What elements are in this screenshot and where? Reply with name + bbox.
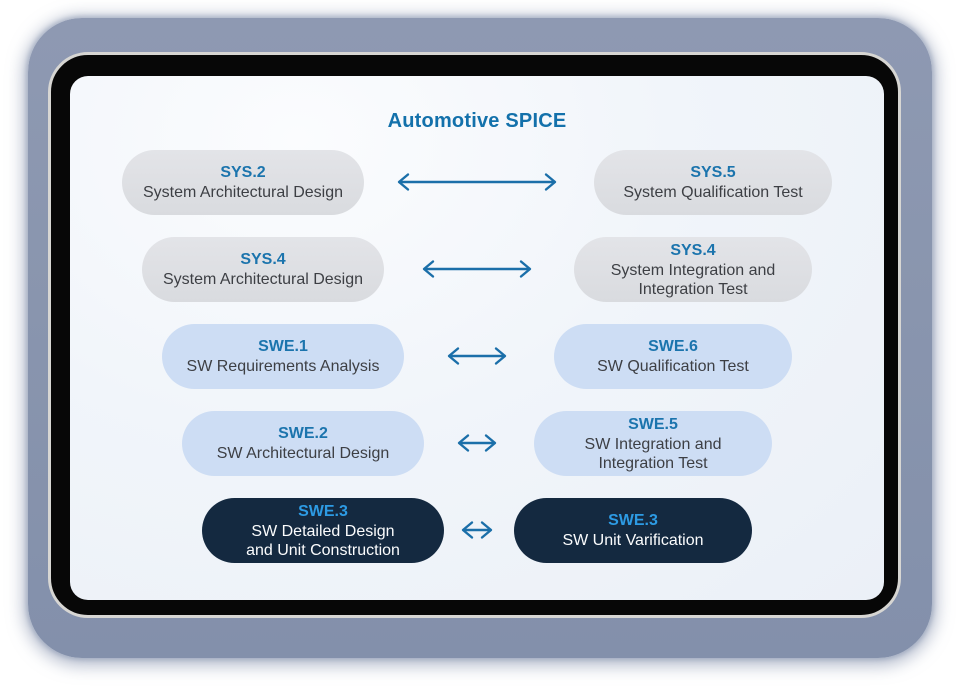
pill-code: SWE.1 <box>258 338 308 355</box>
pill-left-swe2: SWE.2 SW Architectural Design <box>182 411 424 476</box>
pill-code: SWE.3 <box>608 512 658 529</box>
pill-name: SW Architectural Design <box>216 445 390 462</box>
pill-name: SW Integration and Integration Test <box>584 435 722 472</box>
double-arrow-icon <box>447 347 507 365</box>
pill-name: System Architectural Design <box>162 271 364 288</box>
pill-name: System Qualification Test <box>623 184 803 201</box>
pill-code: SYS.4 <box>670 241 716 259</box>
pill-name: SW Qualification Test <box>597 358 749 375</box>
pill-code: SWE.2 <box>278 425 328 442</box>
pill-right-swe3: SWE.3 SW Unit Varification <box>514 498 752 563</box>
pill-name: System Integration and Integration Test <box>610 261 776 298</box>
pill-name: SW Requirements Analysis <box>186 358 380 375</box>
pill-left-swe1: SWE.1 SW Requirements Analysis <box>162 324 404 389</box>
pill-code: SWE.3 <box>298 502 348 520</box>
pill-left-swe3: SWE.3 SW Detailed Design and Unit Constru… <box>202 498 444 563</box>
pill-name: SW Unit Varification <box>562 532 704 549</box>
double-arrow-icon <box>461 521 493 539</box>
pill-code: SYS.5 <box>690 164 736 181</box>
pill-name: System Architectural Design <box>142 184 344 201</box>
pill-code: SYS.2 <box>220 164 266 181</box>
double-arrow-icon <box>457 434 497 452</box>
double-arrow-icon <box>397 173 557 191</box>
diagram-title: Automotive SPICE <box>387 110 567 132</box>
pill-code: SWE.5 <box>628 415 678 433</box>
pill-name: SW Detailed Design and Unit Construction <box>246 522 400 559</box>
pill-code: SYS.4 <box>240 251 286 268</box>
double-arrow-icon <box>422 260 532 278</box>
pill-right-swe6: SWE.6 SW Qualification Test <box>554 324 792 389</box>
pill-right-swe5: SWE.5 SW Integration and Integration Test <box>534 411 772 476</box>
pill-code: SWE.6 <box>648 338 698 355</box>
